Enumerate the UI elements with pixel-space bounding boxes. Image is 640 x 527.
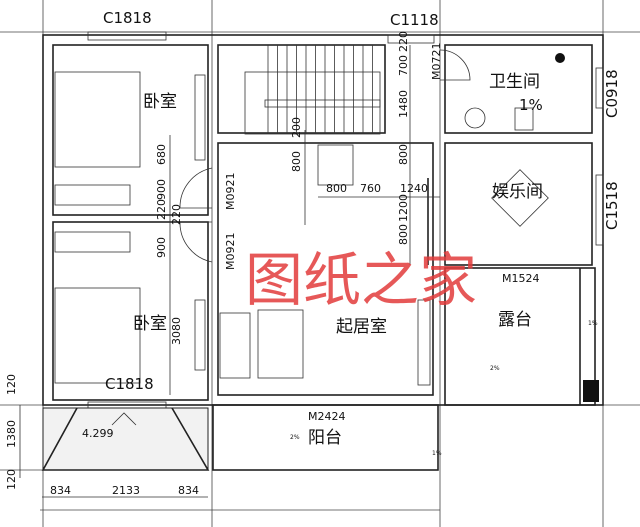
dim-120: 120 [5, 469, 18, 490]
dim-220: 220 [397, 31, 410, 52]
dim-1380: 1380 [5, 420, 18, 448]
window-label-c1118: C1118 [390, 11, 439, 29]
shaft [317, 144, 354, 186]
dim-3080: 3080 [170, 317, 183, 345]
window-label-c1818-bottom: C1818 [105, 375, 154, 393]
slope-label: 2% [290, 434, 300, 441]
door-label-m0721: M0721 [430, 43, 443, 81]
slope-label: 1% [588, 320, 598, 327]
window-c1518 [595, 174, 604, 246]
dimensions: 680 900 220 220 900 3080 200 800 800 760… [5, 31, 440, 498]
dim-220: 220 [170, 204, 183, 225]
dim-2133: 2133 [112, 484, 140, 497]
dim-700: 700 [397, 55, 410, 76]
slope-label: 1% [432, 450, 442, 457]
window-label-c1518: C1518 [603, 181, 621, 230]
dim-1240: 1240 [400, 182, 428, 195]
wardrobe-bottom [54, 231, 131, 253]
window-label-c1818-top: C1818 [103, 9, 152, 27]
wardrobe-top [54, 184, 131, 206]
bed-bottom [54, 287, 141, 384]
room-bedroom-top: 卧室 [143, 92, 177, 112]
dim-834: 834 [50, 484, 71, 497]
bed-top [54, 71, 141, 168]
rug [257, 309, 304, 379]
furniture [54, 53, 565, 386]
window-c1818-top [87, 31, 167, 41]
window-c0918 [595, 67, 604, 109]
room-balcony: 阳台 [308, 428, 342, 448]
window-label-c0918: C0918 [603, 69, 621, 118]
roof-canopy [41, 407, 210, 471]
dim-680: 680 [155, 144, 168, 165]
dim-900: 900 [155, 237, 168, 258]
dim-800: 800 [397, 224, 410, 245]
dim-120: 120 [5, 374, 18, 395]
dim-1200: 1200 [397, 194, 410, 222]
dim-1480: 1480 [397, 90, 410, 118]
dim-800: 800 [326, 182, 347, 195]
dim-900: 900 [155, 179, 168, 200]
room-bedroom-bottom: 卧室 [133, 314, 167, 334]
slope-label: 2% [490, 365, 500, 372]
dim-800: 800 [290, 151, 303, 172]
dim-760: 760 [360, 182, 381, 195]
watermark: 图纸之家 [245, 246, 477, 314]
staircase [244, 45, 381, 135]
window-c1118 [387, 34, 435, 44]
door-label-m0921-top: M0921 [224, 173, 237, 211]
door-label-m0921-bottom: M0921 [224, 233, 237, 271]
room-bathroom: 卫生间 [489, 72, 540, 92]
sofa [219, 312, 251, 379]
room-living: 起居室 [336, 317, 387, 337]
bathroom-slope: 1% [519, 96, 543, 114]
dim-800: 800 [397, 144, 410, 165]
door-label-m2424: M2424 [308, 410, 346, 423]
dim-200: 200 [290, 117, 303, 138]
door-label-m1524: M1524 [502, 272, 540, 285]
elevation-label: 4.299 [82, 427, 114, 440]
room-terrace: 露台 [498, 310, 532, 330]
labels: C1818 C1118 C0918 C1518 C1818 卧室 卧室 卫生间 … [82, 9, 621, 457]
door-swings [179, 49, 471, 263]
room-entertainment: 娱乐间 [492, 182, 543, 202]
dim-834: 834 [178, 484, 199, 497]
dim-220: 220 [155, 199, 168, 220]
